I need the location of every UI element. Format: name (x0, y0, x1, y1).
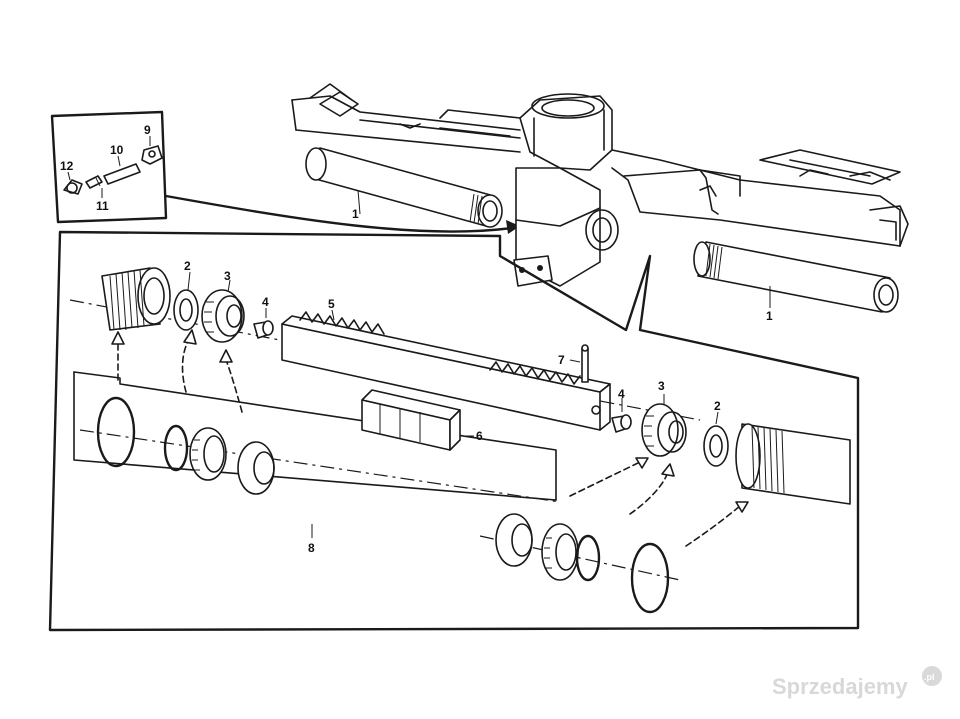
bearing-left (201, 289, 245, 343)
retaining-pin (581, 344, 589, 383)
inset-parts (63, 145, 163, 195)
watermark: Sprzedajemy .pl (772, 666, 942, 699)
inset-leader-arrow (506, 220, 520, 234)
axle-tube-right (693, 241, 899, 313)
callout-axle-left: 1 (352, 207, 359, 221)
kit-bearing-left (189, 427, 227, 481)
plug-right (611, 414, 632, 433)
kit-bracket-right (73, 371, 557, 501)
callout-rack: 5 (328, 297, 335, 311)
inset-leader (164, 194, 514, 233)
inset-box: 9 10 11 12 (50, 110, 168, 224)
plug-left (253, 320, 274, 339)
seal-ring-left (173, 289, 199, 331)
steering-rack (281, 311, 611, 431)
watermark-badge-text: .pl (924, 672, 935, 682)
callout-9: 9 (144, 123, 151, 137)
frame-assembly (291, 83, 909, 287)
callout-plug-right: 4 (618, 387, 625, 401)
kit-oring-small-right (575, 534, 601, 582)
watermark-text: Sprzedajemy (772, 674, 908, 699)
callout-kit: 8 (308, 541, 315, 555)
kit-oring-large-left (96, 396, 136, 468)
axle-tube-left (305, 147, 503, 228)
callout-bearing-left: 3 (224, 269, 231, 283)
bearing-right (641, 403, 687, 457)
callout-12: 12 (60, 159, 74, 173)
kit-oring-large-right (630, 542, 670, 614)
callout-11: 11 (96, 199, 109, 213)
callout-pinion-block: 6 (476, 429, 483, 443)
kit-bracket (73, 371, 557, 501)
callout-pin: 7 (558, 353, 565, 367)
callout-seal-left: 2 (184, 259, 191, 273)
kit-sleeve-right (495, 513, 533, 567)
threaded-end-left (101, 267, 171, 331)
callout-10: 10 (110, 143, 124, 157)
callout-plug-left: 4 (262, 295, 269, 309)
kit-bearing-right (541, 523, 579, 581)
kit-oring-small-left (163, 424, 189, 472)
watermark-badge (922, 666, 942, 686)
assembly-arrows-right (569, 457, 749, 547)
kit-sleeve-left (237, 441, 275, 495)
seal-ring-right (703, 425, 729, 467)
assembly-arrows-left (111, 329, 243, 413)
callout-bearing-right: 3 (658, 379, 665, 393)
threaded-end-right (735, 423, 851, 505)
pinion-block (361, 389, 461, 451)
callout-seal-right: 2 (714, 399, 721, 413)
exploded-frame (48, 230, 860, 632)
callout-axle-right: 1 (766, 309, 773, 323)
